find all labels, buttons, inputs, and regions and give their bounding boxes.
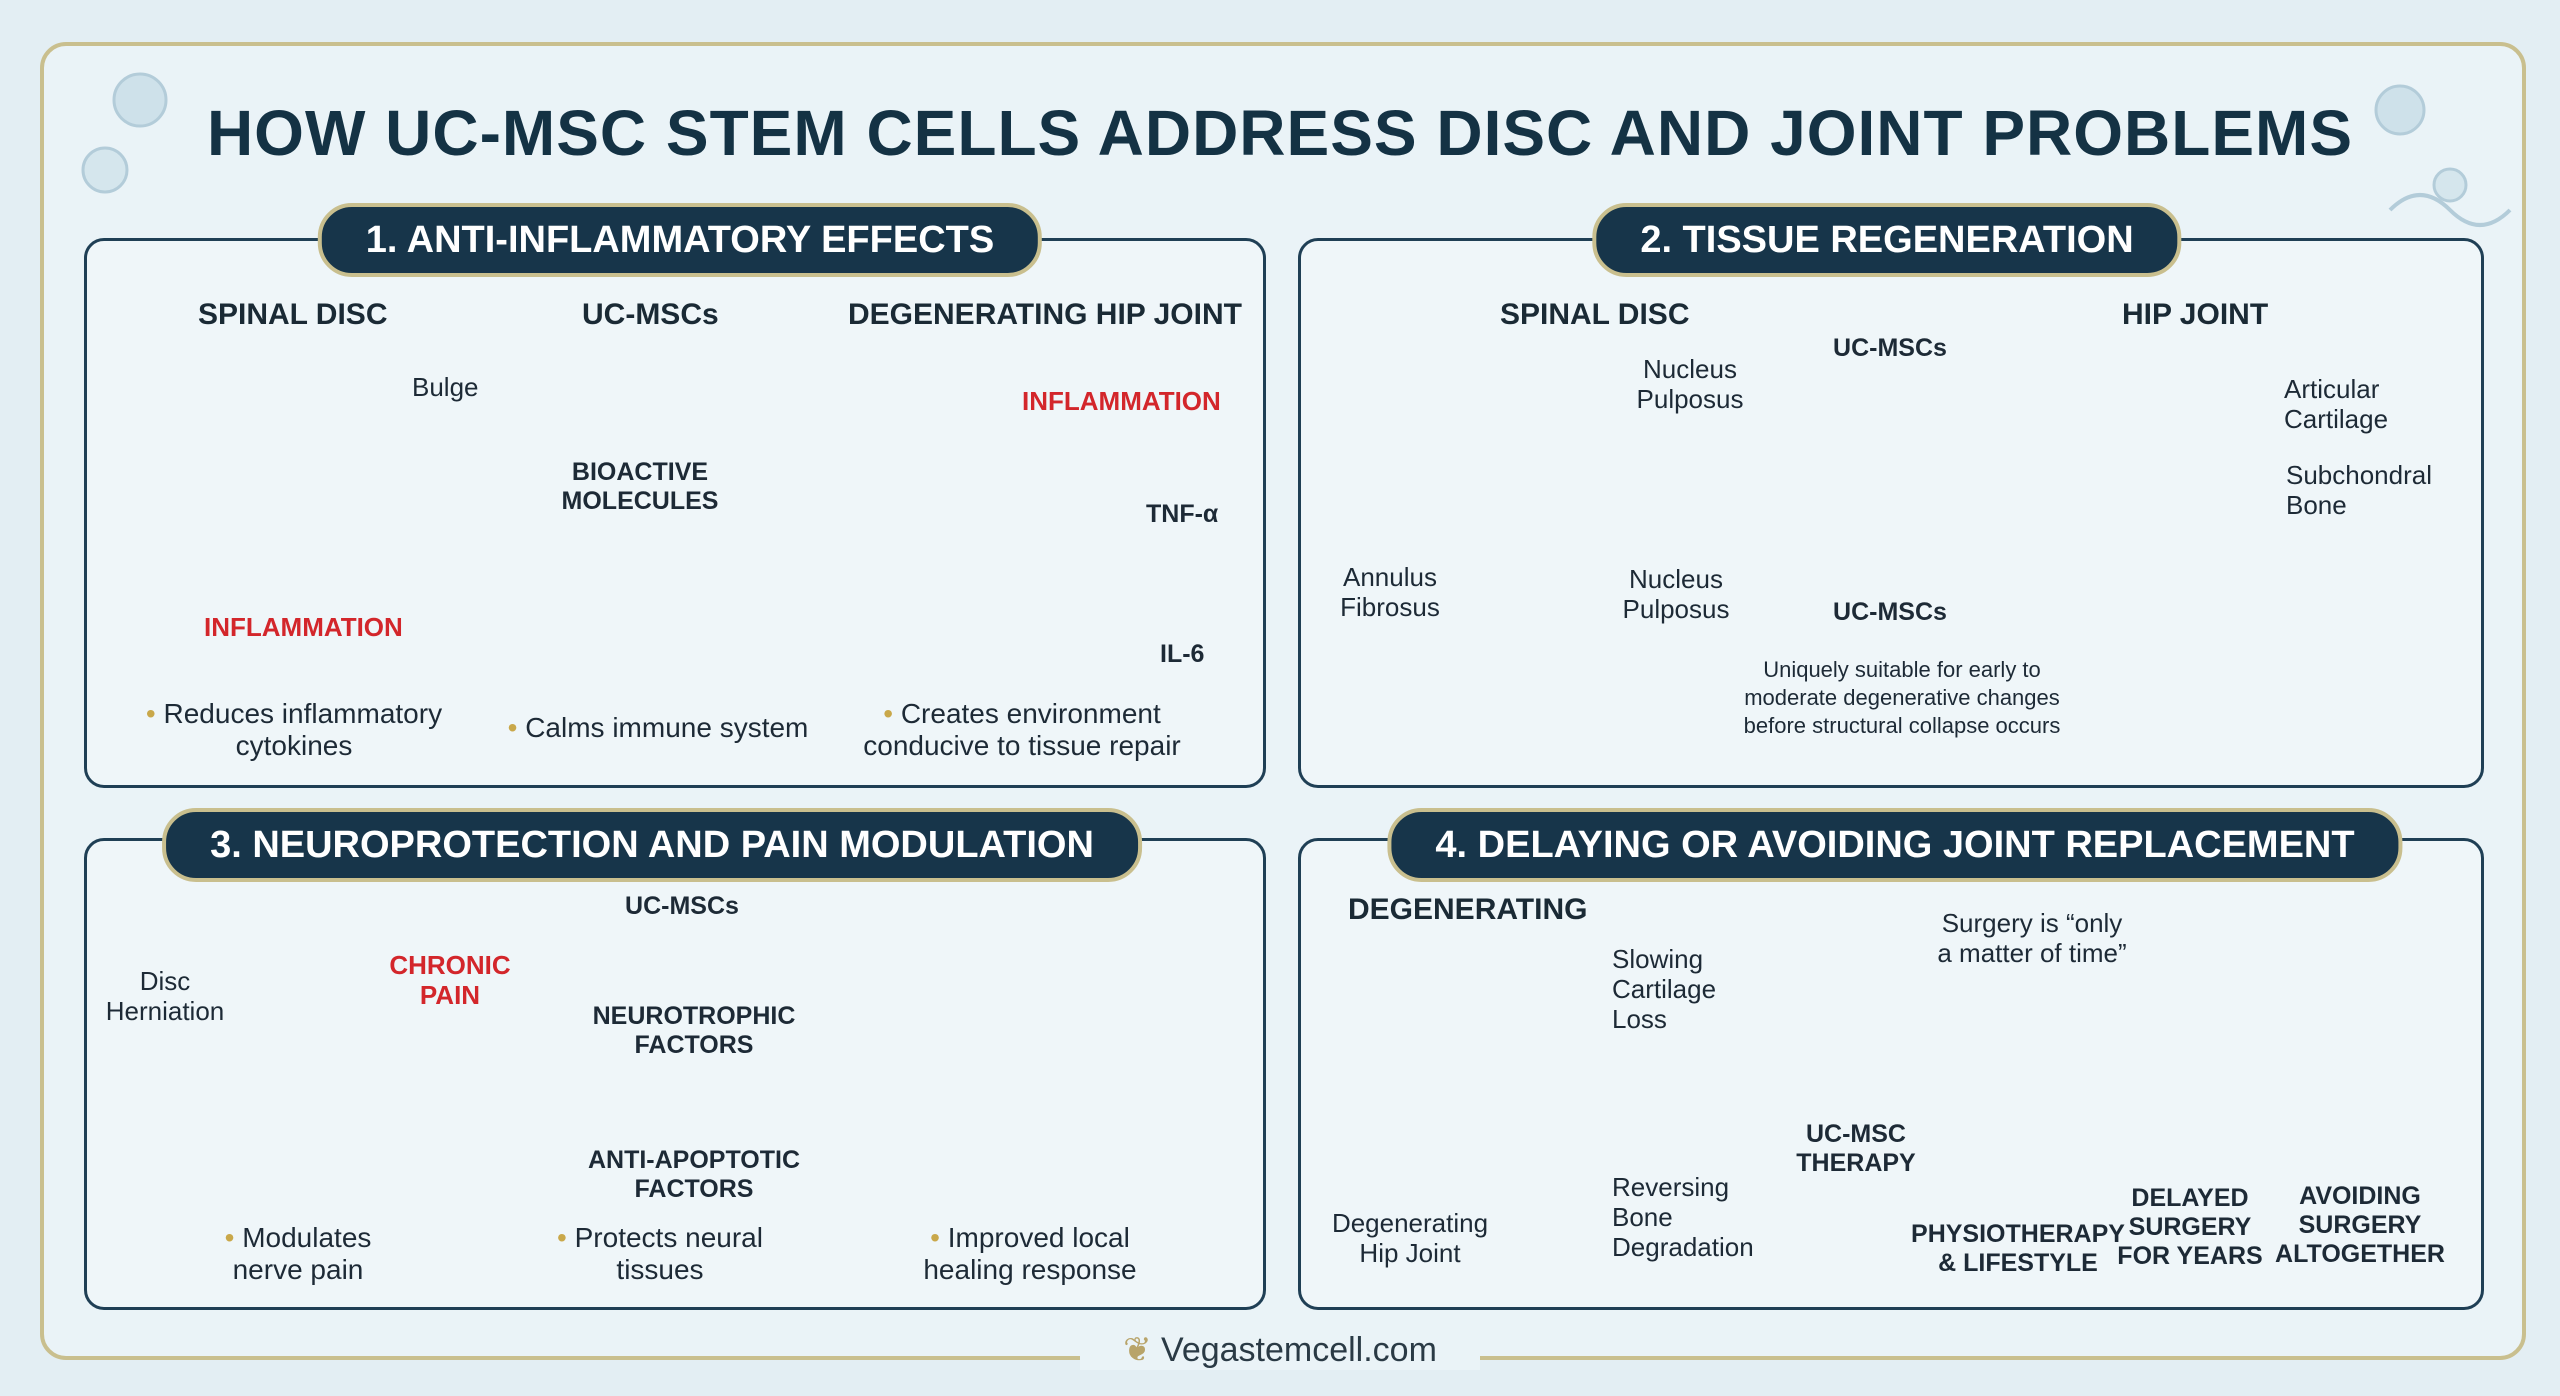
panel1-heading: 1. ANTI-INFLAMMATORY EFFECTS	[317, 203, 1043, 277]
p1-bullet-2: • Calms immune system	[507, 712, 809, 743]
leaf-logo-icon: ❦	[1123, 1331, 1152, 1369]
panel-joint-replacement	[1298, 838, 2484, 1310]
p1-inflammation-left: INFLAMMATION	[204, 612, 403, 642]
p1-ucmscs-label: UC-MSCs	[582, 298, 719, 331]
panel3-heading: 3. NEUROPROTECTION AND PAIN MODULATION	[162, 808, 1142, 882]
footer-site-text: Vegastemcell.com	[1161, 1331, 1437, 1369]
p3-ucmscs-label: UC-MSCs	[625, 892, 739, 920]
panel-anti-inflammatory	[84, 238, 1266, 788]
panel-neuroprotection	[84, 838, 1266, 1310]
panel4-heading: 4. DELAYING OR AVOIDING JOINT REPLACEMEN…	[1387, 808, 2403, 882]
page-title: HOW UC-MSC STEM CELLS ADDRESS DISC AND J…	[206, 97, 2354, 169]
p1-tnf-label: TNF-α	[1146, 500, 1219, 528]
p4-degenerating-label: DEGENERATING	[1348, 893, 1588, 926]
p1-spinal-disc-label: SPINAL DISC	[198, 298, 388, 331]
p2-ucmscs-bottom: UC-MSCs	[1833, 598, 1947, 626]
p1-hip-label: DEGENERATING HIP JOINT	[848, 298, 1242, 331]
p1-bulge-label: Bulge	[412, 372, 479, 402]
p1-inflammation-right: INFLAMMATION	[1022, 386, 1221, 416]
p1-il6-label: IL-6	[1160, 640, 1205, 668]
p2-hip-label: HIP JOINT	[2122, 298, 2269, 331]
p4-physio-label: PHYSIOTHERAPY& LIFESTYLE	[1911, 1220, 2125, 1277]
p2-spinal-disc-label: SPINAL DISC	[1500, 298, 1690, 331]
panel2-heading: 2. TISSUE REGENERATION	[1592, 203, 2182, 277]
panel-tissue-regeneration	[1298, 238, 2484, 788]
p2-ucmscs-top: UC-MSCs	[1833, 334, 1947, 362]
footer-brand: ❦ Vegastemcell.com	[1080, 1330, 1480, 1370]
